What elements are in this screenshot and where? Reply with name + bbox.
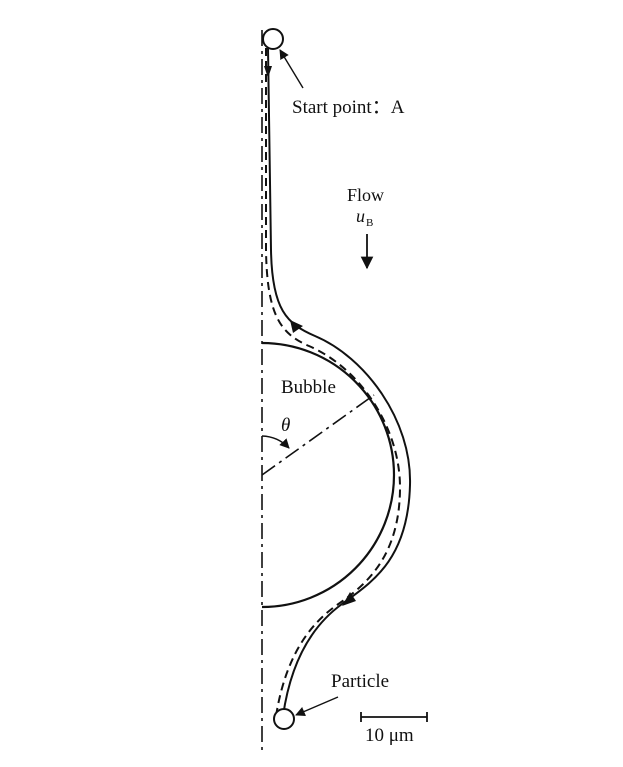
particle-leader bbox=[295, 696, 339, 717]
flow-label: Flow bbox=[347, 185, 385, 205]
start-point-marker bbox=[262, 28, 284, 50]
particle-marker bbox=[273, 708, 295, 730]
start-point-label: Start point：A bbox=[292, 97, 405, 118]
particle-label: Particle bbox=[331, 671, 390, 692]
trajectory-arrow-start bbox=[264, 66, 272, 78]
flow-velocity-label: uB bbox=[356, 206, 373, 229]
bubble-outline bbox=[261, 341, 396, 609]
particle-trajectory-dashed bbox=[265, 48, 402, 717]
trajectory-arrow-upper bbox=[290, 320, 303, 333]
velocity-subscript: B bbox=[366, 217, 374, 229]
trajectory-arrow-lower bbox=[342, 592, 356, 606]
bubble-label: Bubble bbox=[281, 377, 336, 398]
angle-arc bbox=[261, 435, 290, 449]
velocity-symbol: u bbox=[356, 206, 365, 226]
radius-line bbox=[261, 394, 375, 476]
start-point-leader bbox=[279, 49, 304, 89]
scale-bar bbox=[360, 712, 428, 722]
scale-bar-label: 10 μm bbox=[365, 725, 414, 746]
angle-label: θ bbox=[281, 415, 291, 436]
